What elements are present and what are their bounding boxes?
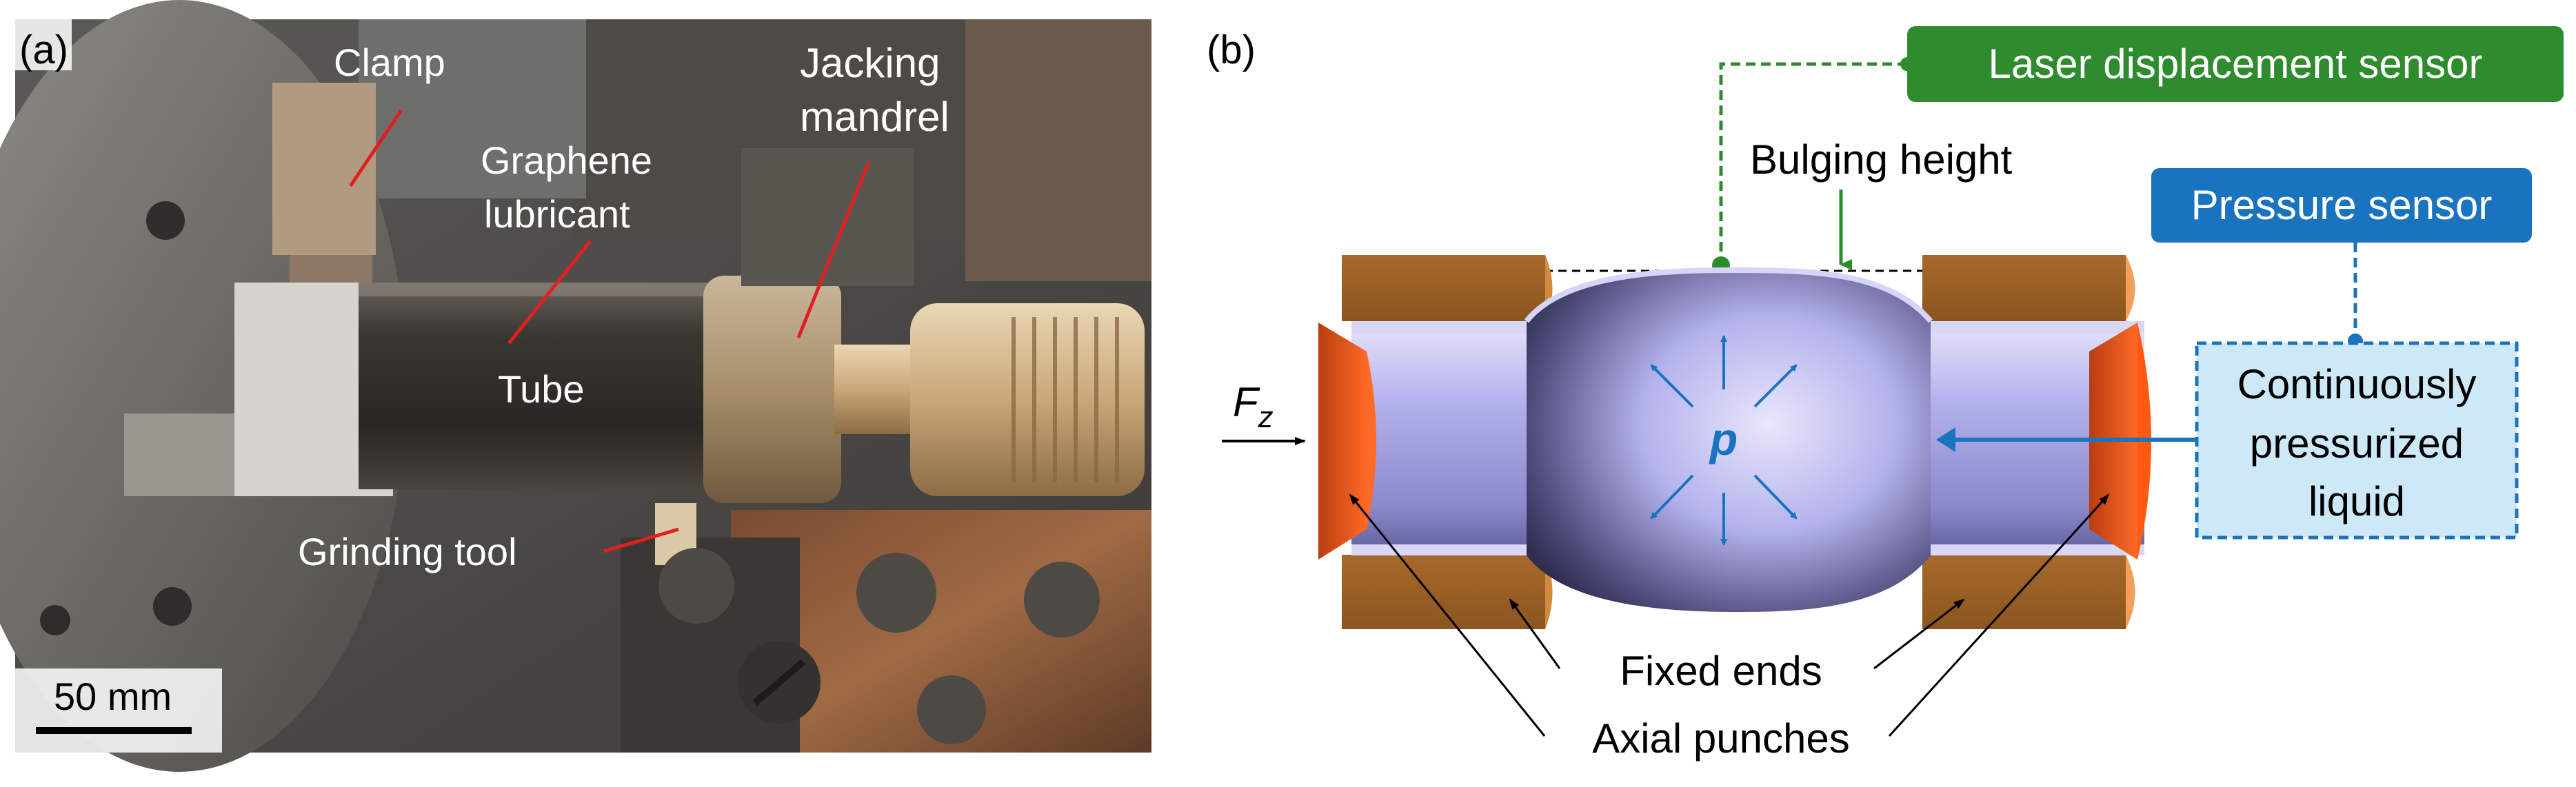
- grinding-tool-label: Grinding tool: [298, 530, 517, 573]
- mandrel-shaft: [834, 345, 910, 434]
- fixed-ends-label: Fixed ends: [1620, 648, 1822, 694]
- clamp-jaw-top: [272, 83, 376, 255]
- liquid-box: [2195, 341, 2519, 540]
- tube-label: Tube: [498, 367, 585, 411]
- panel-a-label: (a): [19, 28, 68, 72]
- pressure-sensor-label: Pressure sensor: [2191, 182, 2493, 228]
- axial-punches-pointer-left: [1349, 493, 1546, 737]
- clamp-leader-line: [348, 109, 403, 187]
- force-label: Fz: [1233, 379, 1274, 434]
- bolt: [1024, 562, 1100, 637]
- jacking-label-line1: Jacking: [800, 40, 940, 86]
- laser-connector: [1719, 62, 1907, 265]
- jacking-leader-line: [796, 161, 871, 338]
- jacking-mandrel-ring: [703, 276, 841, 503]
- clamp-label: Clamp: [334, 41, 445, 84]
- bolt: [856, 553, 936, 633]
- laser-sensor-box: [1907, 26, 2564, 102]
- pressure-sensor-box: [2151, 168, 2532, 243]
- pressure-symbol: p: [1709, 413, 1738, 464]
- scale-bar-label: 50 mm: [54, 675, 172, 718]
- fixed-end-right-bottom: [1922, 555, 2126, 629]
- liquid-inflow-arrowhead: [1936, 427, 1955, 452]
- grinding-tool-leader-line: [603, 527, 679, 553]
- tube-photo: [359, 283, 717, 489]
- fixed-end-right-top: [1922, 255, 2126, 321]
- fixed-ends: [1342, 255, 2135, 629]
- laser-sensor-label: Laser displacement sensor: [1988, 41, 2482, 87]
- graphene-label-line1: Graphene: [481, 139, 652, 182]
- liquid-label-line2: pressurized: [2250, 420, 2464, 467]
- axial-punch-left: [1318, 323, 1367, 560]
- fixed-ends-pointer-right: [1873, 598, 1965, 670]
- axial-punches-pointer-right: [1888, 493, 2110, 737]
- bulging-height-label: Bulging height: [1750, 136, 2013, 183]
- panel-a-annotations: Clamp Graphene lubricant Jacking mandrel…: [15, 40, 949, 753]
- jacking-label-line2: mandrel: [800, 94, 949, 140]
- bulged-tube-section: [1527, 270, 1931, 612]
- graphene-label-line2: lubricant: [484, 192, 630, 236]
- graphene-leader-line: [507, 240, 592, 345]
- fixed-ends-pointer-left: [1509, 598, 1561, 669]
- panel-b-label: (b): [1207, 28, 1256, 72]
- scale-bar: [36, 727, 192, 734]
- liquid-label-line1: Continuously: [2237, 361, 2477, 407]
- bolt: [658, 548, 734, 624]
- fixed-end-left-top: [1342, 255, 1545, 321]
- liquid-label-line3: liquid: [2308, 478, 2405, 524]
- pressure-arrows: [1650, 335, 1798, 546]
- threaded-body: [910, 303, 1145, 496]
- force-label-main: F: [1233, 379, 1260, 425]
- axial-punches-label: Axial punches: [1592, 715, 1850, 762]
- fixed-end-left-bottom: [1342, 555, 1545, 629]
- scale-bar-background: [15, 668, 222, 753]
- force-label-sub: z: [1258, 400, 1274, 434]
